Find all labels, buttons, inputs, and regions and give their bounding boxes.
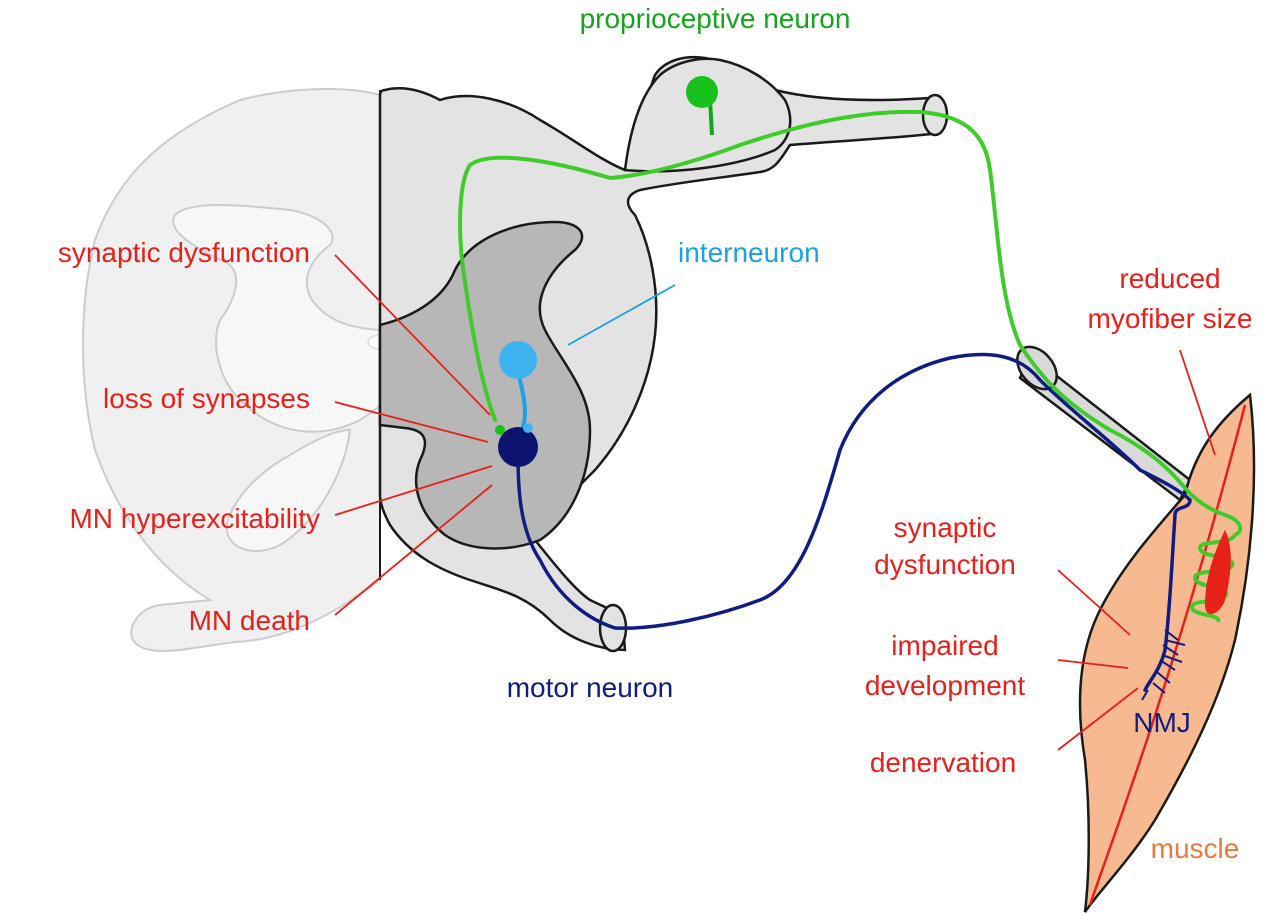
muscle-fiber-line bbox=[1088, 404, 1247, 906]
muscle-spindle-coil bbox=[1190, 533, 1237, 623]
motor-neuron bbox=[495, 352, 1192, 701]
proprioceptive-neuron bbox=[458, 76, 1243, 623]
interneuron-soma bbox=[499, 341, 537, 379]
label-impaired-line2: development bbox=[865, 670, 1026, 701]
label-loss-of-synapses: loss of synapses bbox=[103, 383, 310, 414]
synapse-contact-cyan bbox=[523, 423, 533, 433]
spinal-cord-right-half bbox=[378, 56, 949, 653]
pointer-synaptic-nmj bbox=[1057, 569, 1131, 636]
pointer-interneuron bbox=[567, 284, 676, 346]
label-proprioceptive-neuron: proprioceptive neuron bbox=[580, 3, 851, 34]
pointer-mn-hyperexcitability bbox=[334, 465, 493, 516]
motor-neuron-soma bbox=[498, 427, 538, 467]
label-reduced-line2: myofiber size bbox=[1088, 303, 1253, 334]
label-muscle: muscle bbox=[1151, 833, 1240, 864]
muscle-spindle bbox=[1205, 530, 1231, 615]
peripheral-nerve bbox=[1016, 345, 1192, 502]
label-synaptic-nmj-line1: synaptic bbox=[894, 512, 997, 543]
label-nmj: NMJ bbox=[1133, 707, 1191, 738]
label-denervation: denervation bbox=[870, 747, 1016, 778]
label-mn-hyperexcitability: MN hyperexcitability bbox=[69, 503, 320, 534]
label-synaptic-nmj-line2: dysfunction bbox=[874, 549, 1016, 580]
pointer-impaired-development bbox=[1057, 659, 1129, 669]
label-motor-neuron: motor neuron bbox=[507, 672, 674, 703]
pointer-denervation bbox=[1057, 687, 1139, 751]
pointer-reduced-myofiber bbox=[1179, 349, 1216, 456]
label-synaptic-dysfunction-cord: synaptic dysfunction bbox=[58, 237, 310, 268]
label-interneuron: interneuron bbox=[678, 237, 820, 268]
proprioceptive-soma bbox=[686, 76, 718, 108]
spinal-cord-left-half bbox=[82, 87, 393, 652]
pointer-mn-death bbox=[334, 484, 493, 616]
label-impaired-line1: impaired bbox=[891, 630, 998, 661]
synapse-contact-green bbox=[495, 425, 505, 435]
muscle-shape bbox=[1078, 392, 1256, 913]
pointer-loss-of-synapses bbox=[334, 401, 489, 443]
label-reduced-line1: reduced bbox=[1119, 263, 1220, 294]
label-mn-death: MN death bbox=[189, 605, 310, 636]
nmj-terminals bbox=[1141, 629, 1186, 701]
interneuron bbox=[499, 341, 537, 431]
pointer-synaptic-dysfunction bbox=[334, 254, 491, 416]
annotation-lines bbox=[334, 254, 1216, 751]
